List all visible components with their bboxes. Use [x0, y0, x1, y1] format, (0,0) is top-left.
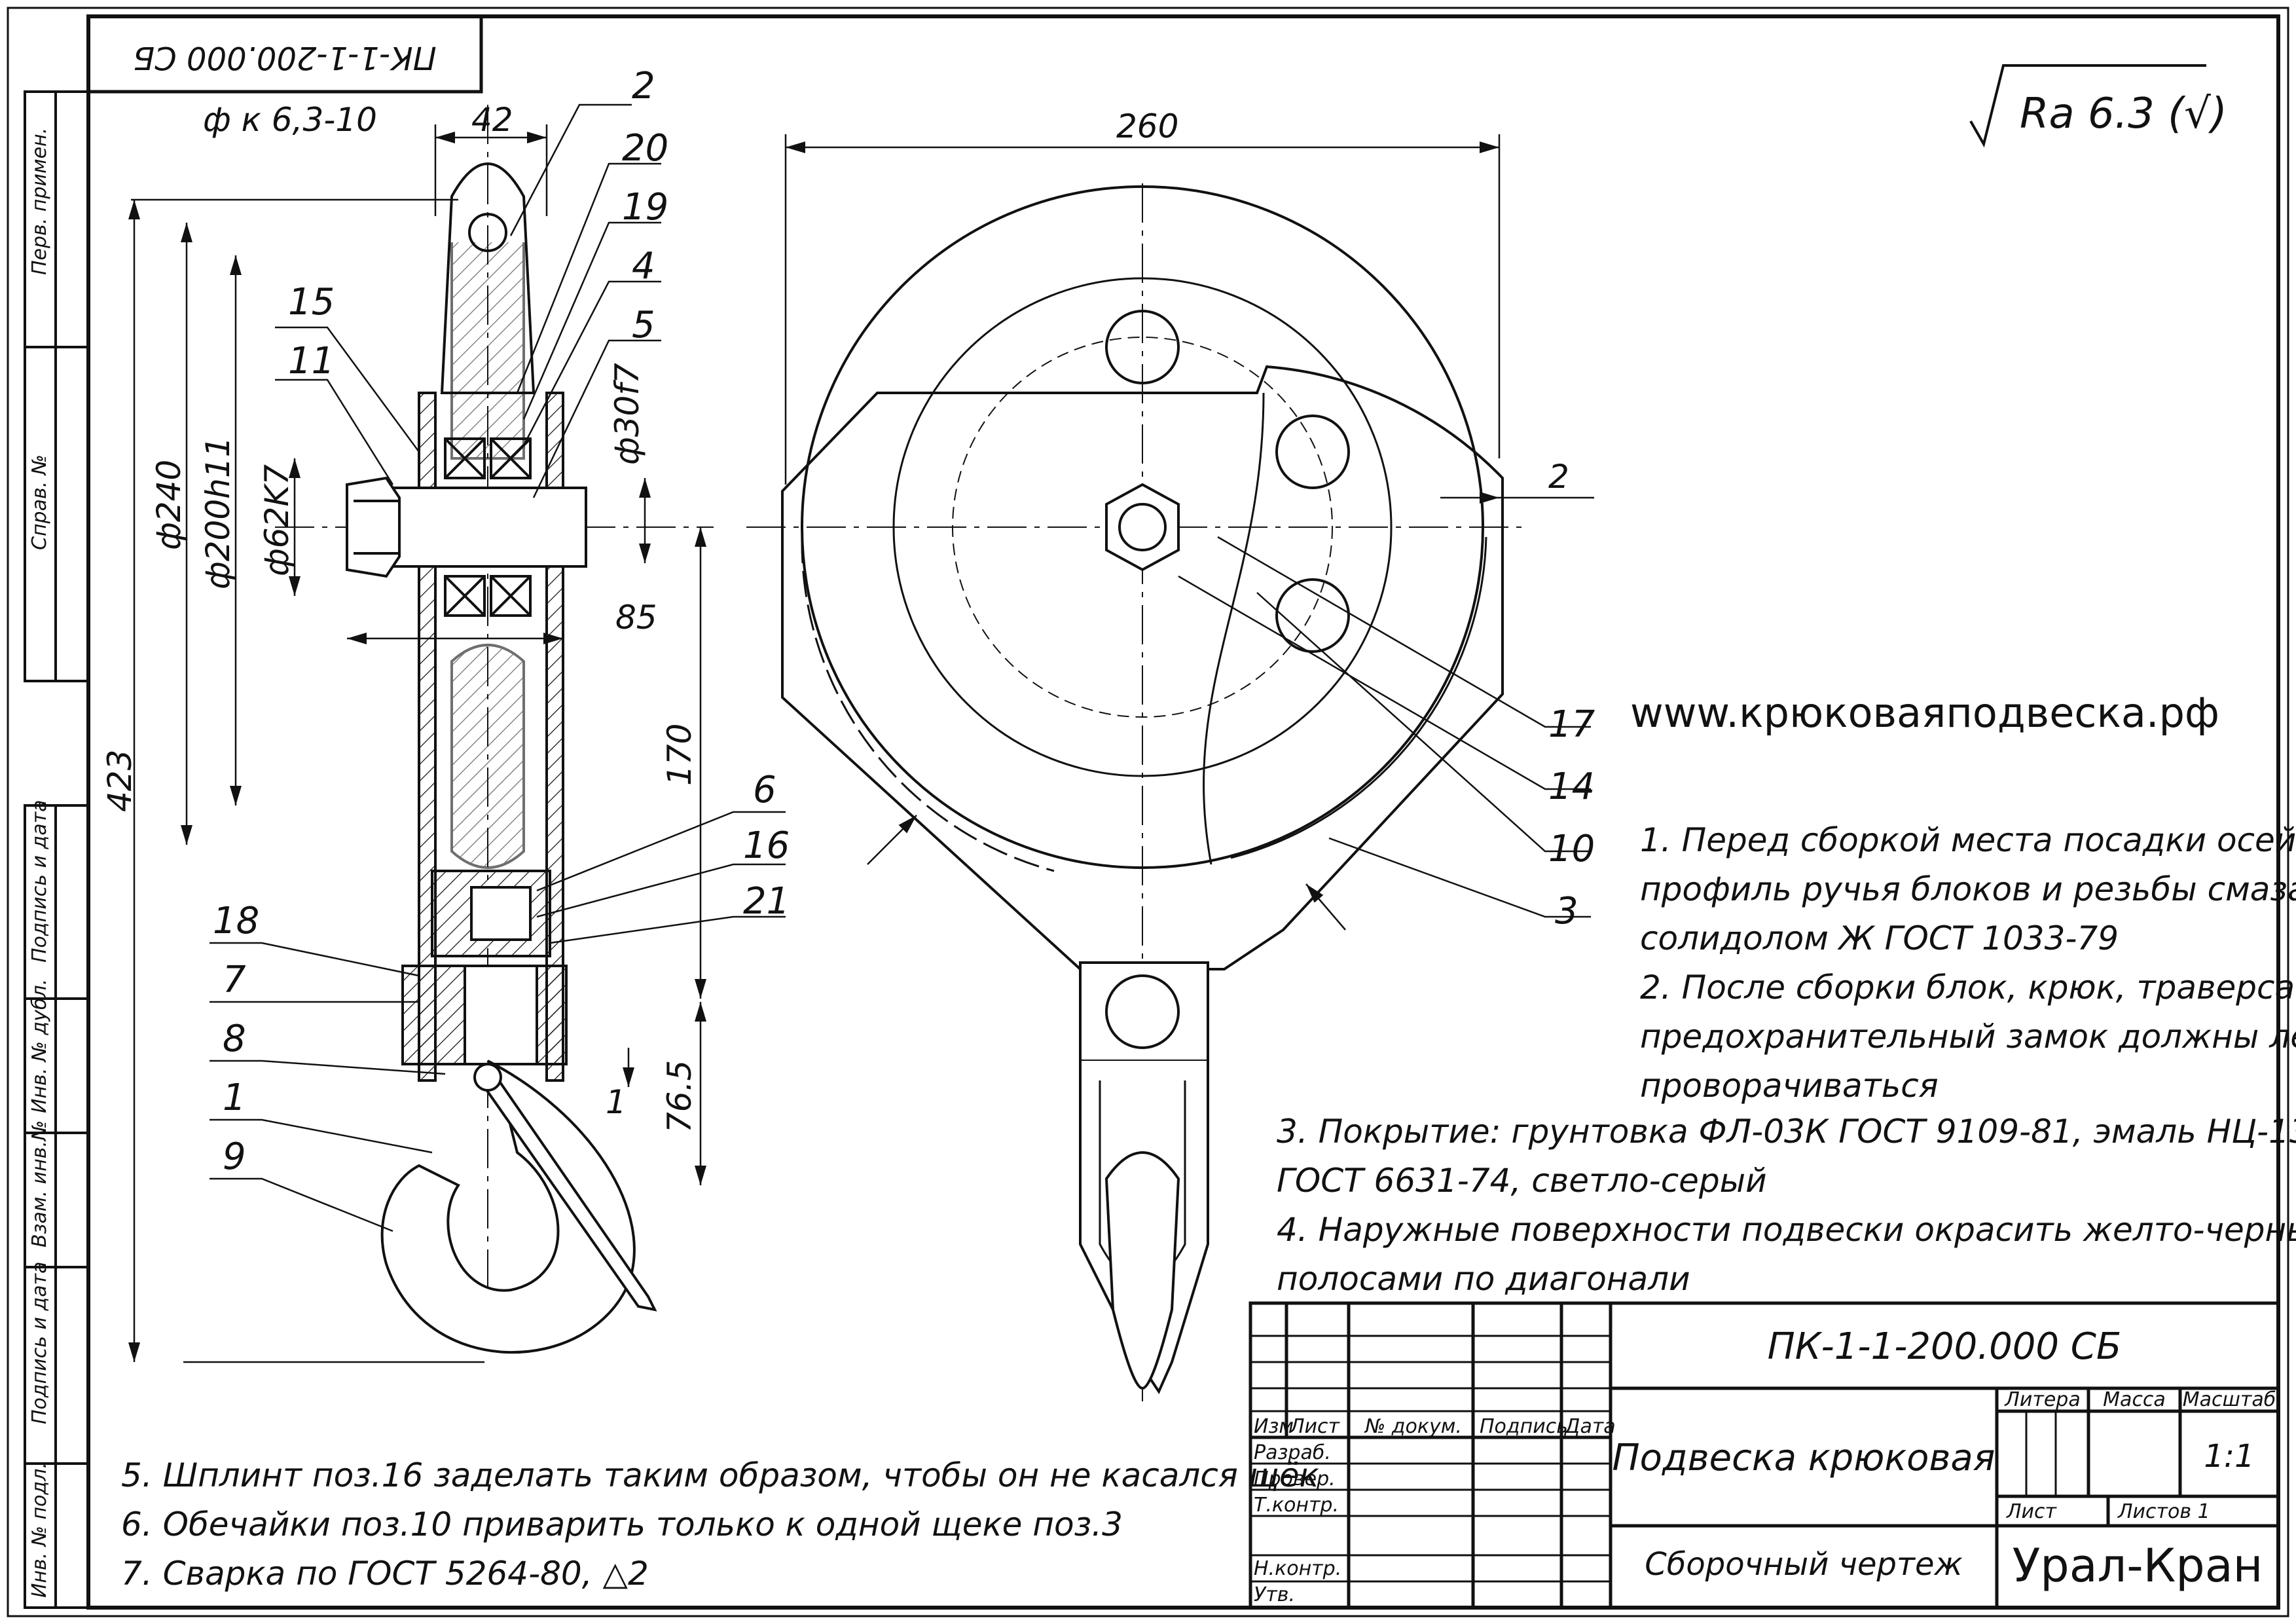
dim-gap2: 2 [1548, 458, 1569, 496]
side-label-sign-date-1: Подпись и дата [28, 800, 51, 963]
roughness-text: Ra 6.3 (√) [2020, 90, 2227, 138]
pos-19: 19 [622, 186, 668, 229]
tb-col-date: Дата [1563, 1415, 1616, 1438]
pos-21: 21 [743, 880, 790, 923]
top-code-stamp: ПК-1-1-200.000 СБ [133, 39, 436, 76]
tb-h-sheet: Лист [2006, 1500, 2058, 1523]
dim-w260: 260 [1116, 107, 1178, 145]
tb-scale: 1:1 [2204, 1438, 2254, 1475]
tb-company: Урал-Кран [2013, 1539, 2263, 1593]
front-view-dimensions [784, 134, 1594, 504]
pos-14: 14 [1548, 766, 1595, 808]
pos-17: 17 [1548, 703, 1595, 746]
tb-h-sheets: Листов 1 [2117, 1500, 2210, 1523]
roughness-symbol: Ra 6.3 (√) [1969, 64, 2227, 148]
note-line-8: ГОСТ 6631-74, светло-серый [1277, 1162, 1767, 1200]
dim-d30: ф30f7 [608, 363, 646, 465]
title-block [1248, 1301, 2280, 1610]
bottom-notes: 5. Шплинт поз.16 заделать таким образом,… [121, 1456, 1319, 1593]
tb-col-izm: Изм [1254, 1415, 1294, 1438]
pos-11: 11 [288, 340, 335, 382]
pos-7: 7 [223, 959, 246, 1001]
front-view-position-labels: 17 14 10 3 [1548, 703, 1595, 932]
tb-row-developed: Разраб. [1254, 1441, 1331, 1464]
note-line-9: 4. Наружные поверхности подвески окрасит… [1277, 1211, 2296, 1249]
side-view-position-labels: 2 20 19 4 5 15 11 6 16 21 18 7 8 1 9 [213, 65, 790, 1178]
tb-h-litera: Литера [2004, 1388, 2080, 1411]
pos-10: 10 [1548, 828, 1595, 870]
front-view [746, 183, 1525, 1401]
tb-row-tech-control: Т.контр. [1254, 1494, 1339, 1517]
tb-row-approved: Утв. [1254, 1583, 1295, 1606]
pos-20: 20 [622, 127, 668, 170]
dim-d62: ф62K7 [258, 464, 296, 576]
pos-8: 8 [223, 1018, 246, 1060]
dim-h765: 76.5 [661, 1060, 699, 1133]
note-line-13: 7. Сварка по ГОСТ 5264-80, △2 [121, 1555, 649, 1593]
tb-col-doc: № докум. [1364, 1415, 1462, 1438]
side-label-ref-no: Справ. № [28, 454, 51, 550]
tb-col-sign: Подпись [1480, 1415, 1568, 1438]
pos-9: 9 [223, 1135, 246, 1178]
side-view-leaders [210, 103, 786, 1232]
tb-h-mass: Масса [2103, 1388, 2166, 1411]
dim-d200: ф200h11 [199, 437, 237, 590]
note-line-2: профиль ручья блоков и резьбы смазать [1640, 870, 2296, 908]
side-view-dimensions [128, 124, 706, 1363]
side-label-first-use: Перв. примен. [28, 128, 51, 275]
pos-15: 15 [288, 281, 335, 323]
note-line-5: предохранительный замок должны легко [1640, 1018, 2296, 1056]
tb-row-norm-control: Н.контр. [1254, 1557, 1341, 1580]
tb-row-checked: Провер. [1254, 1467, 1336, 1490]
side-strip [24, 90, 90, 1609]
tb-designation: ПК-1-1-200.000 СБ [1768, 1325, 2122, 1368]
note-line-12: 6. Обечайки поз.10 приварить только к од… [121, 1505, 1123, 1543]
title-block-text: ПК-1-1-200.000 СБ Подвеска крюковая Сбор… [1254, 1325, 2276, 1606]
tb-col-list: Лист [1289, 1415, 1341, 1438]
dim-h423: 423 [101, 750, 139, 812]
side-label-orig-inv: Инв. № подл. [28, 1462, 51, 1598]
tb-doc-type: Сборочный чертеж [1645, 1546, 1963, 1583]
pos-18: 18 [213, 900, 259, 942]
side-label-dup-inv: Инв. № дубл. [28, 979, 51, 1113]
pos-4: 4 [632, 245, 655, 287]
website-link[interactable]: www.крюковаяподвеска.рф [1630, 689, 2219, 737]
note-line-4: 2. После сборки блок, крюк, траверса и [1640, 969, 2296, 1006]
pos-6: 6 [753, 769, 776, 811]
note-line-6: проворачиваться [1640, 1067, 1939, 1105]
note-line-7: 3. Покрытие: грунтовка ФЛ-03К ГОСТ 9109-… [1277, 1113, 2296, 1151]
pos-1: 1 [223, 1077, 246, 1119]
dim-groove: ф к 6,3-10 [203, 101, 377, 139]
pos-5: 5 [632, 304, 655, 346]
side-label-repl-inv: Взам. инв.№ [28, 1120, 51, 1247]
tb-h-scale: Масштаб [2183, 1388, 2276, 1411]
note-line-10: полосами по диагонали [1277, 1260, 1690, 1298]
dim-h170: 170 [661, 724, 699, 786]
note-line-1: 1. Перед сборкой места посадки осей, [1640, 821, 2296, 859]
front-view-leaders [867, 536, 1591, 931]
pos-3: 3 [1555, 890, 1578, 932]
dim-width-42: 42 [471, 101, 513, 139]
side-label-sign-date-2: Подпись и дата [28, 1262, 51, 1425]
pos-2: 2 [632, 65, 655, 107]
dim-d240: ф240 [150, 460, 188, 550]
side-section-view [275, 105, 714, 1354]
technical-notes: 1. Перед сборкой места посадки осей, про… [1277, 821, 2296, 1298]
note-line-3: солидолом Ж ГОСТ 1033-79 [1640, 919, 2119, 957]
pos-16: 16 [743, 824, 790, 867]
tb-name: Подвеска крюковая [1613, 1437, 1995, 1479]
note-line-11: 5. Шплинт поз.16 заделать таким образом,… [121, 1456, 1319, 1494]
dim-gap1: 1 [606, 1083, 627, 1121]
dim-w85: 85 [615, 599, 657, 637]
